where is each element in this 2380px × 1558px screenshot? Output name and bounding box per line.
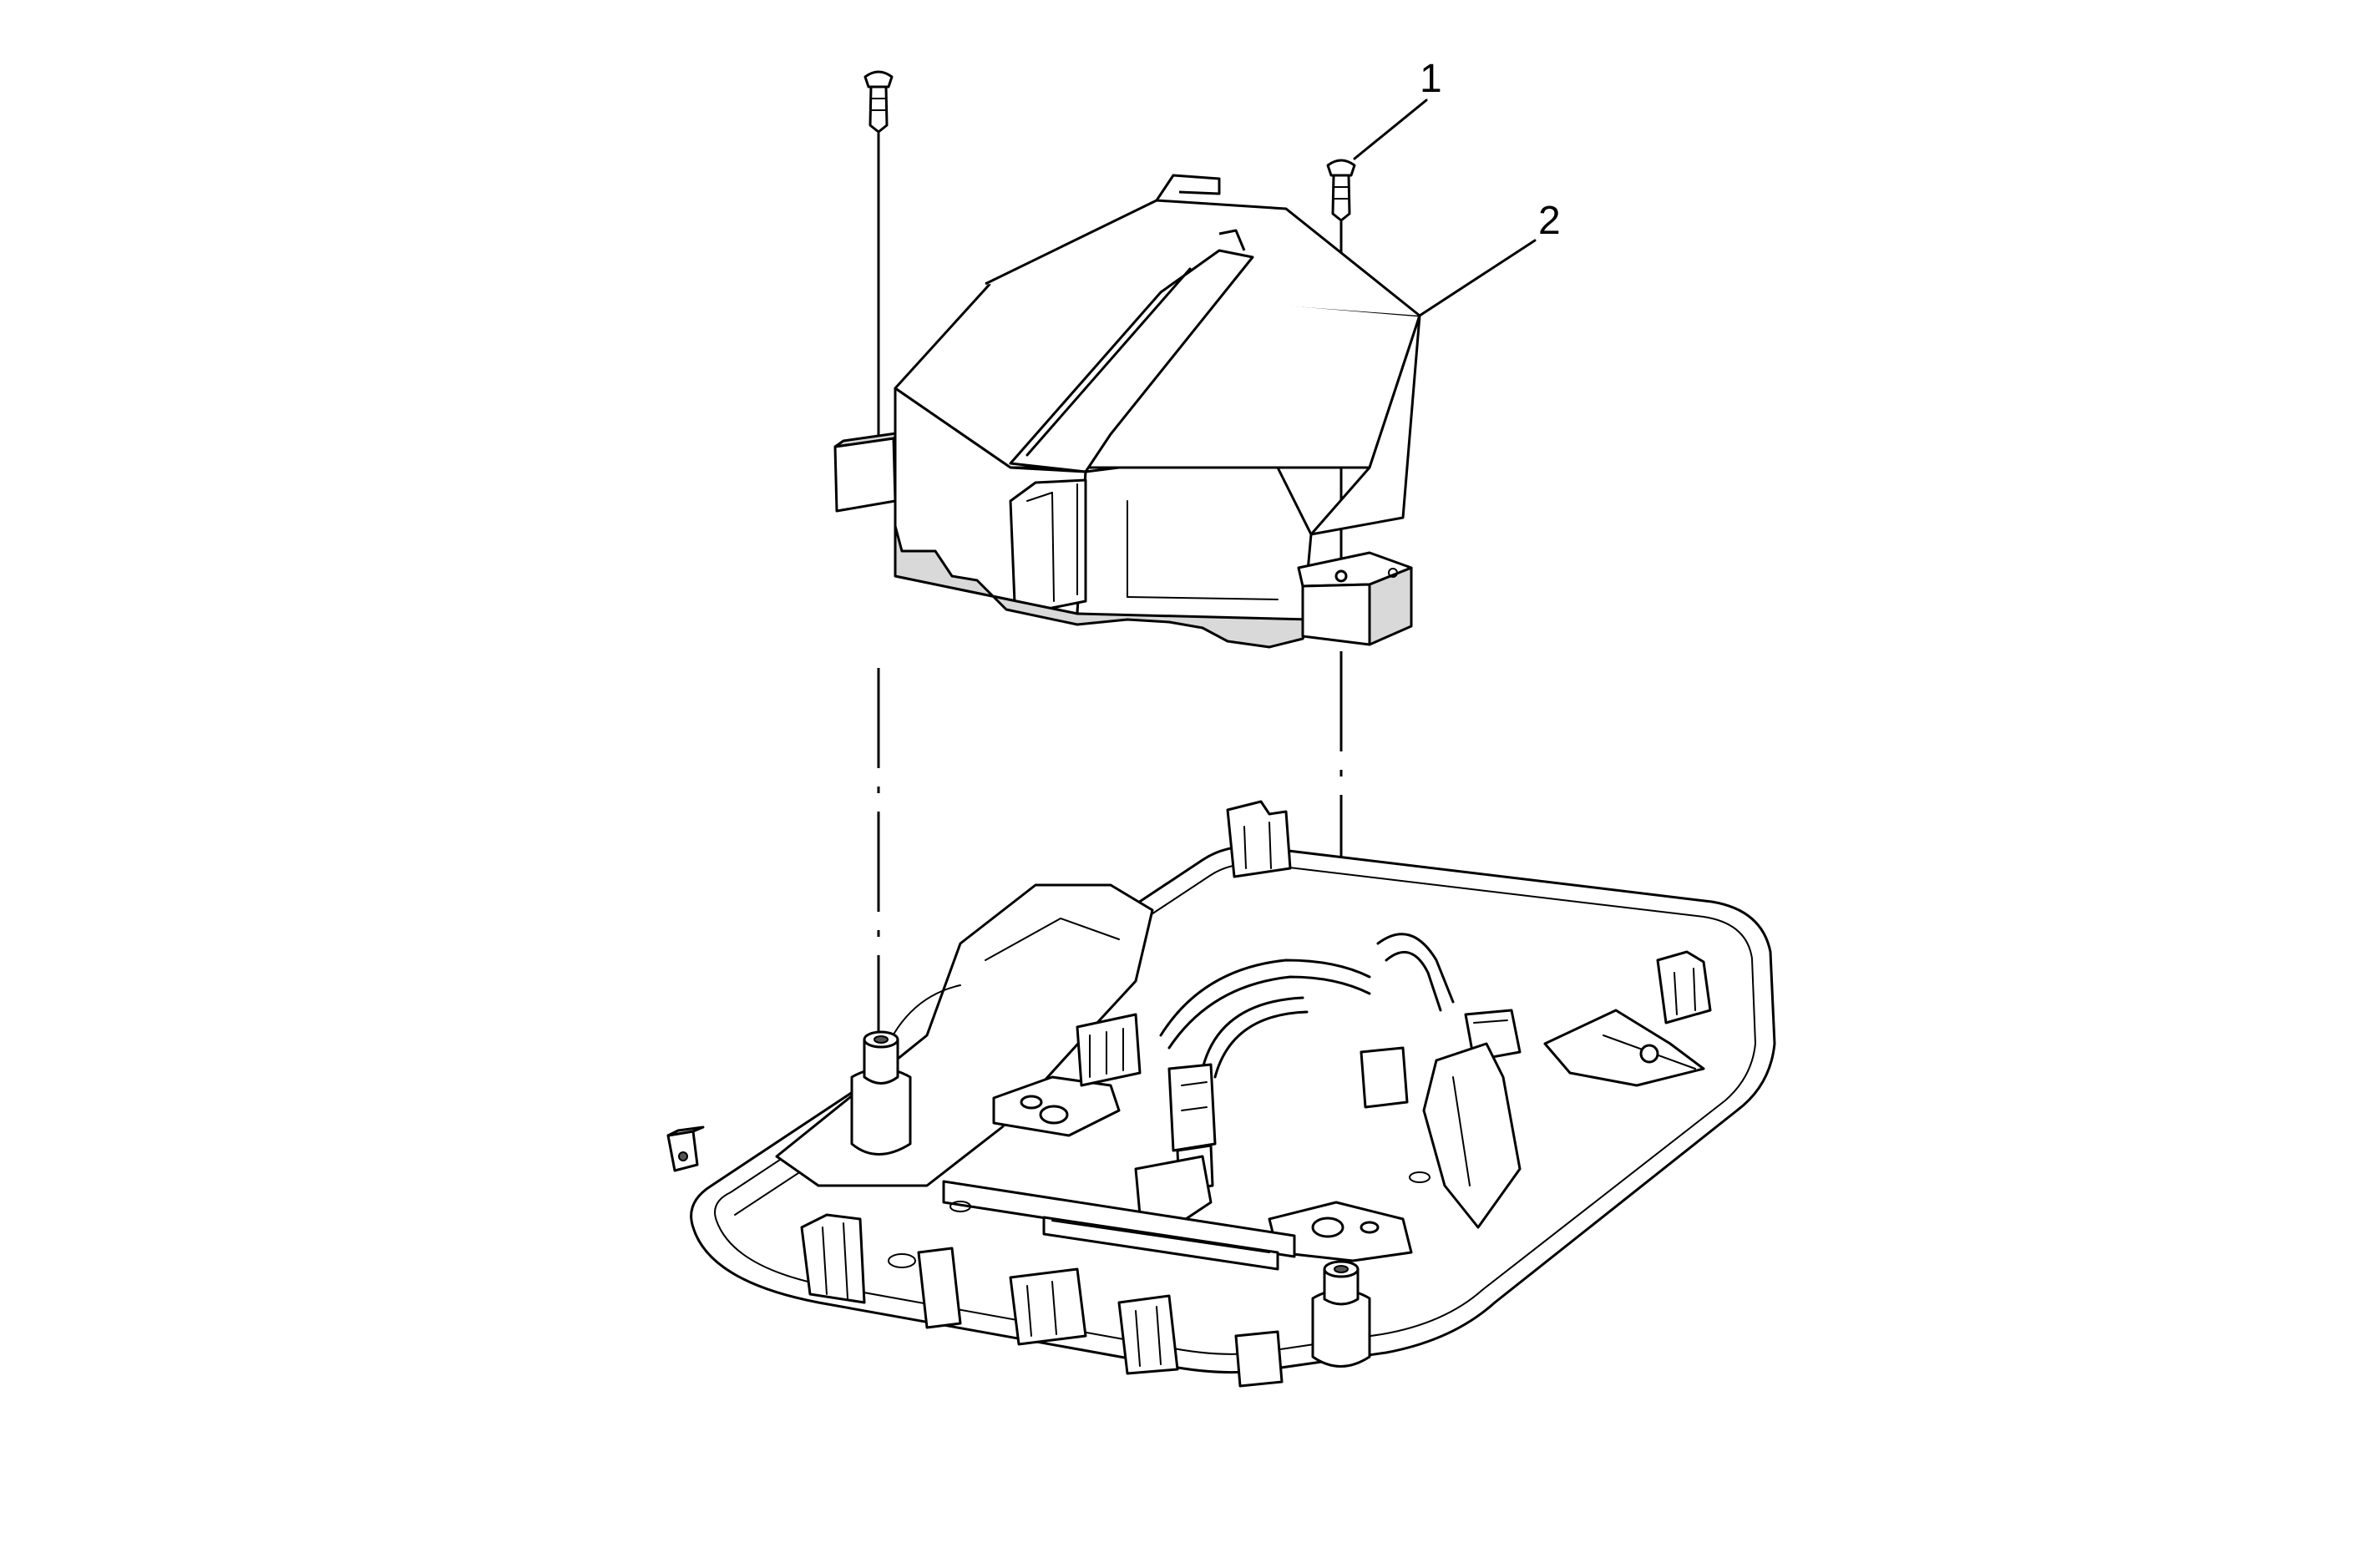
callout-2-leader <box>1418 239 1537 317</box>
callout-1-label: 1 <box>1420 57 1442 101</box>
callout-2-label: 2 <box>1538 199 1561 243</box>
screw-right <box>1326 159 1356 222</box>
screw-left <box>863 70 894 134</box>
callout-2: 2 <box>1418 199 1561 317</box>
console-base <box>666 800 1776 1388</box>
callout-1-leader <box>1353 99 1428 160</box>
callout-1: 1 <box>1353 57 1442 160</box>
control-module <box>833 174 1421 649</box>
